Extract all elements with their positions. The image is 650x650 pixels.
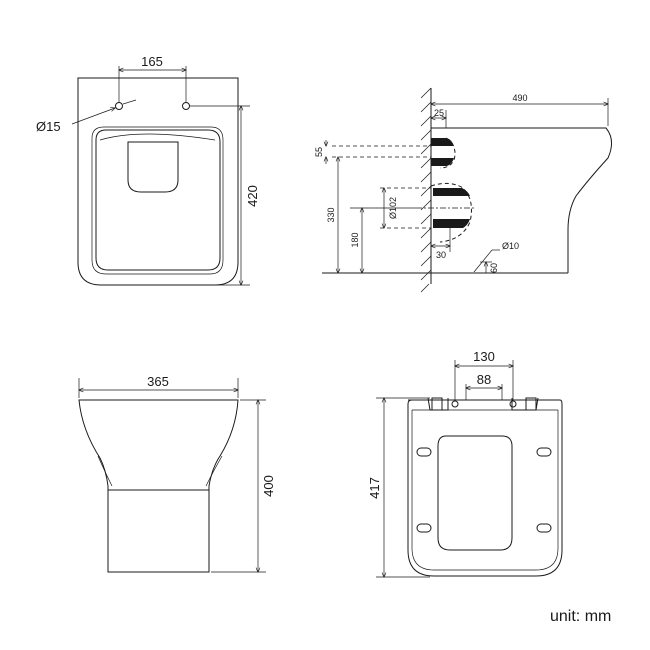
side-outlet-height: 180 <box>350 232 360 247</box>
wall-hatching <box>420 87 432 293</box>
seat-view: 130 88 417 <box>367 349 563 577</box>
bumper-bl <box>416 523 432 533</box>
top-view-seat-opening <box>95 129 221 271</box>
top-view: 165 Ø15 420 <box>36 54 260 286</box>
outlet-bottom <box>433 219 470 228</box>
side-bolt-diameter: Ø10 <box>502 241 519 251</box>
top-view-rim-curve <box>99 133 216 141</box>
seat-opening <box>437 435 513 551</box>
front-width: 365 <box>147 374 169 389</box>
top-view-hole-left <box>115 102 123 110</box>
top-view-rim-inner <box>127 141 179 193</box>
seat-outer-spacing: 130 <box>473 349 495 364</box>
seat-inner-spacing: 88 <box>477 372 491 387</box>
top-bolt-spacing: 165 <box>141 54 163 69</box>
side-pipe-height: 330 <box>326 207 336 222</box>
top-view-seat-inner <box>91 126 224 275</box>
side-body-profile <box>431 127 612 273</box>
seat-hole-right <box>509 400 517 408</box>
front-height: 400 <box>261 475 276 497</box>
bumper-tr <box>536 447 552 457</box>
side-length: 490 <box>512 93 527 103</box>
side-offset-top: 25 <box>434 108 444 118</box>
bumper-tl <box>416 447 432 457</box>
top-hole-diameter: Ø15 <box>36 119 61 134</box>
upper-pipe-bottom <box>431 158 454 166</box>
side-wall-gap: 30 <box>436 250 446 260</box>
front-view: 365 400 <box>78 374 276 573</box>
side-view: 490 25 55 330 Ø102 180 30 <box>314 87 612 293</box>
outlet-outline <box>430 182 472 243</box>
front-bowl-outline <box>78 399 239 573</box>
unit-label: unit: mm <box>550 608 612 625</box>
side-bolt-depth: 60 <box>489 263 499 273</box>
bumper-br <box>536 523 552 533</box>
top-view-outline <box>77 77 239 286</box>
seat-hole-left <box>451 400 459 408</box>
top-depth: 420 <box>245 185 260 207</box>
outlet-top <box>433 188 470 196</box>
top-view-hole-right <box>182 102 190 110</box>
seat-hinge-right <box>511 397 539 411</box>
upper-pipe-top <box>431 138 454 146</box>
side-pipe-offset: 55 <box>314 147 324 157</box>
seat-depth: 417 <box>367 477 382 499</box>
seat-outline <box>407 399 563 577</box>
